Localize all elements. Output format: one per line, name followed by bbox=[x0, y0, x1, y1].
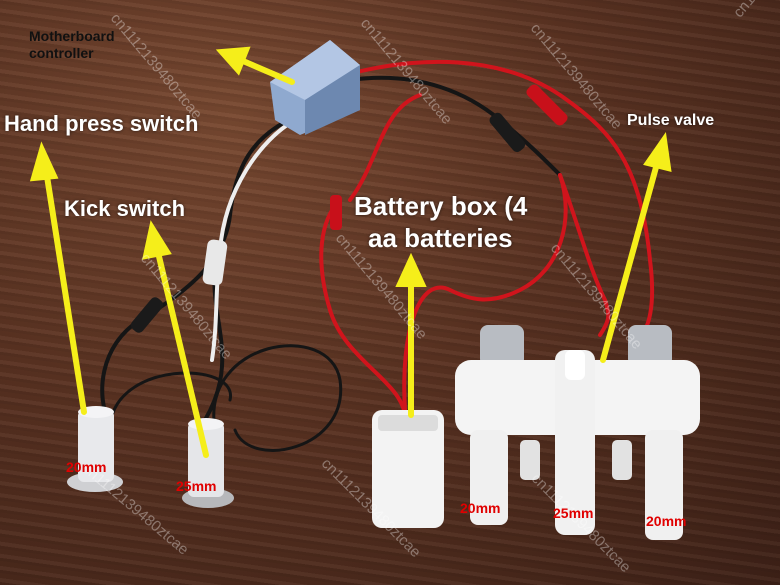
arrow-head bbox=[142, 220, 172, 260]
connector bbox=[526, 84, 568, 126]
label-motherboard-line2: controller bbox=[29, 45, 94, 61]
connector bbox=[130, 297, 164, 333]
arrow-to-valve bbox=[600, 157, 661, 363]
size-label-valve-right: 20mm bbox=[646, 513, 687, 529]
size-label-valve-left: 20mm bbox=[460, 500, 501, 516]
black-wire-loop bbox=[212, 344, 343, 452]
label-battery-box-line1: Battery box (4 bbox=[354, 191, 528, 221]
arrow-head bbox=[29, 141, 59, 182]
controller-box bbox=[270, 40, 360, 135]
red-wire bbox=[558, 173, 611, 337]
red-wire bbox=[348, 93, 422, 202]
connector bbox=[330, 195, 342, 230]
black-wire-loop bbox=[108, 371, 232, 432]
label-battery-box-line2: aa batteries bbox=[368, 223, 513, 253]
pulse-valve bbox=[455, 325, 700, 540]
arrow-head bbox=[643, 132, 672, 172]
connector bbox=[202, 239, 228, 286]
label-hand-press-switch: Hand press switch bbox=[4, 111, 199, 136]
size-label-hand-switch: 20mm bbox=[66, 459, 107, 475]
size-label-kick-switch: 25mm bbox=[176, 478, 217, 494]
hand-press-switch bbox=[67, 406, 123, 492]
arrow-to-hand-switch bbox=[43, 167, 87, 415]
battery-box bbox=[372, 410, 444, 528]
size-label-valve-middle: 25mm bbox=[553, 505, 594, 521]
arrow-head bbox=[215, 46, 251, 76]
kick-switch bbox=[182, 418, 234, 508]
connector bbox=[489, 112, 526, 153]
red-wire bbox=[319, 198, 407, 417]
label-kick-switch: Kick switch bbox=[64, 196, 186, 221]
arrow-head bbox=[395, 252, 427, 287]
label-pulse-valve: Pulse valve bbox=[627, 112, 715, 129]
label-motherboard-line1: Motherboard bbox=[29, 28, 115, 44]
arrow-to-controller bbox=[233, 55, 295, 85]
arrow-to-kick-switch bbox=[154, 245, 209, 458]
red-wire bbox=[343, 59, 655, 332]
black-wire bbox=[100, 113, 302, 427]
